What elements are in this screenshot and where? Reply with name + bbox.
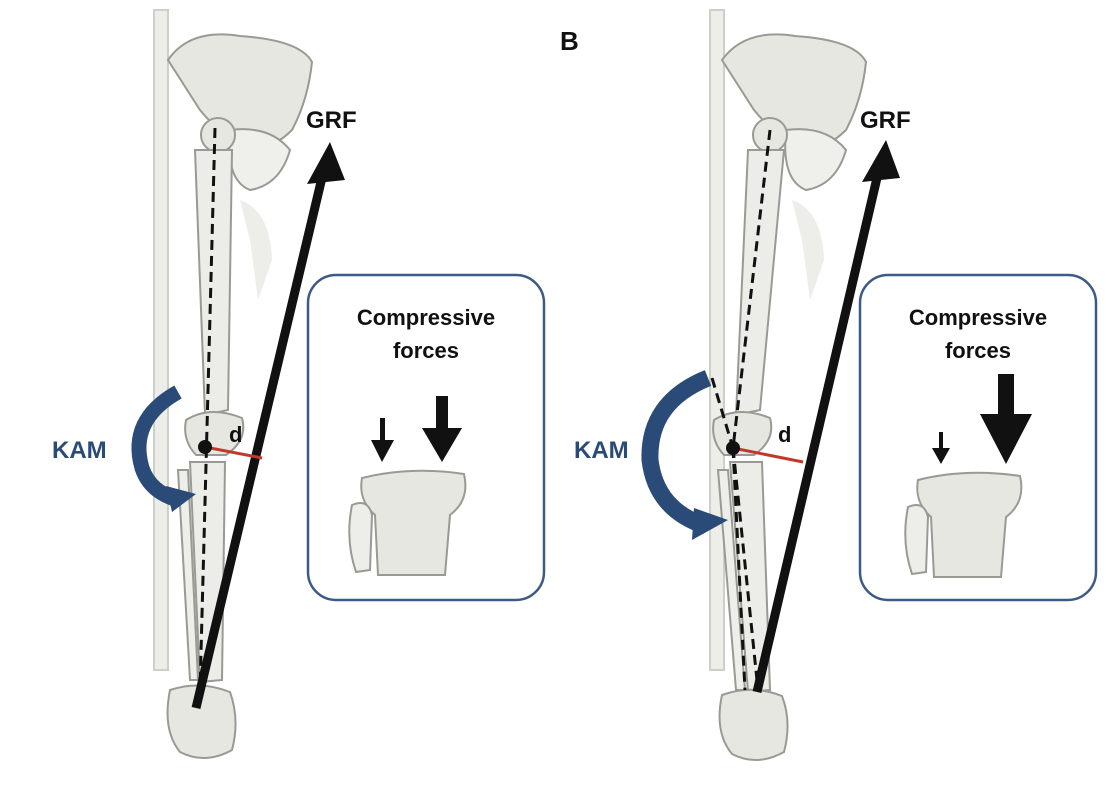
distance-label-left: d (229, 422, 242, 447)
small-force-arrow-head-left (371, 440, 394, 462)
small-force-arrow-shaft-left (380, 418, 385, 444)
panel-label: B (560, 26, 579, 56)
inset-title-line2-right: forces (945, 338, 1011, 363)
tibial-axis-right (710, 377, 735, 449)
mechanical-axis-lower-right (731, 447, 760, 691)
large-force-arrow-shaft-right (998, 374, 1014, 418)
distance-label-right: d (778, 422, 791, 447)
large-force-arrow-head-right (980, 414, 1032, 464)
grf-vector-right (752, 163, 885, 694)
kam-label-right: KAM (574, 437, 629, 464)
mechanical-axis-upper-right (731, 129, 772, 449)
small-force-arrow-shaft-right (939, 432, 943, 450)
grf-arrowhead-right (862, 140, 900, 182)
compressive-forces-inset-left: Compressive forces (306, 273, 546, 602)
knee-center-point-right (726, 441, 740, 455)
inset-title-line2-left: forces (393, 338, 459, 363)
tibial-axis-lower-right (731, 447, 747, 691)
left-panel: GRF d KAM Compressive forces (52, 9, 546, 759)
kam-arrowhead-left (166, 486, 196, 512)
mechanical-axis-line-left (198, 127, 217, 691)
compressive-forces-inset-right: Compressive forces (858, 273, 1098, 602)
right-panel: GRF d KAM Compressive forces (574, 9, 1098, 761)
grf-arrowhead-left (307, 142, 345, 184)
kam-label-left: KAM (52, 437, 107, 464)
tibial-plateau-illustration-left (348, 469, 467, 576)
moment-arm-line-right (732, 446, 804, 464)
grf-vector-left (191, 163, 330, 710)
large-force-arrow-head-left (422, 428, 462, 462)
leg-illustration-right (709, 9, 868, 761)
knee-center-point-left (198, 440, 212, 454)
inset-title-line1-right: Compressive (909, 305, 1047, 330)
kam-arrow-left (131, 385, 182, 508)
leg-illustration-left (153, 9, 314, 759)
inset-title-line1-left: Compressive (357, 305, 495, 330)
grf-label-left: GRF (306, 107, 357, 134)
small-force-arrow-head-right (932, 448, 950, 464)
large-force-arrow-shaft-left (436, 396, 448, 432)
moment-arm-line-left (204, 445, 263, 460)
tibial-plateau-illustration-right (904, 471, 1023, 578)
kam-arrow-right (641, 370, 712, 535)
kam-arrowhead-right (692, 508, 728, 540)
grf-label-right: GRF (860, 107, 911, 134)
